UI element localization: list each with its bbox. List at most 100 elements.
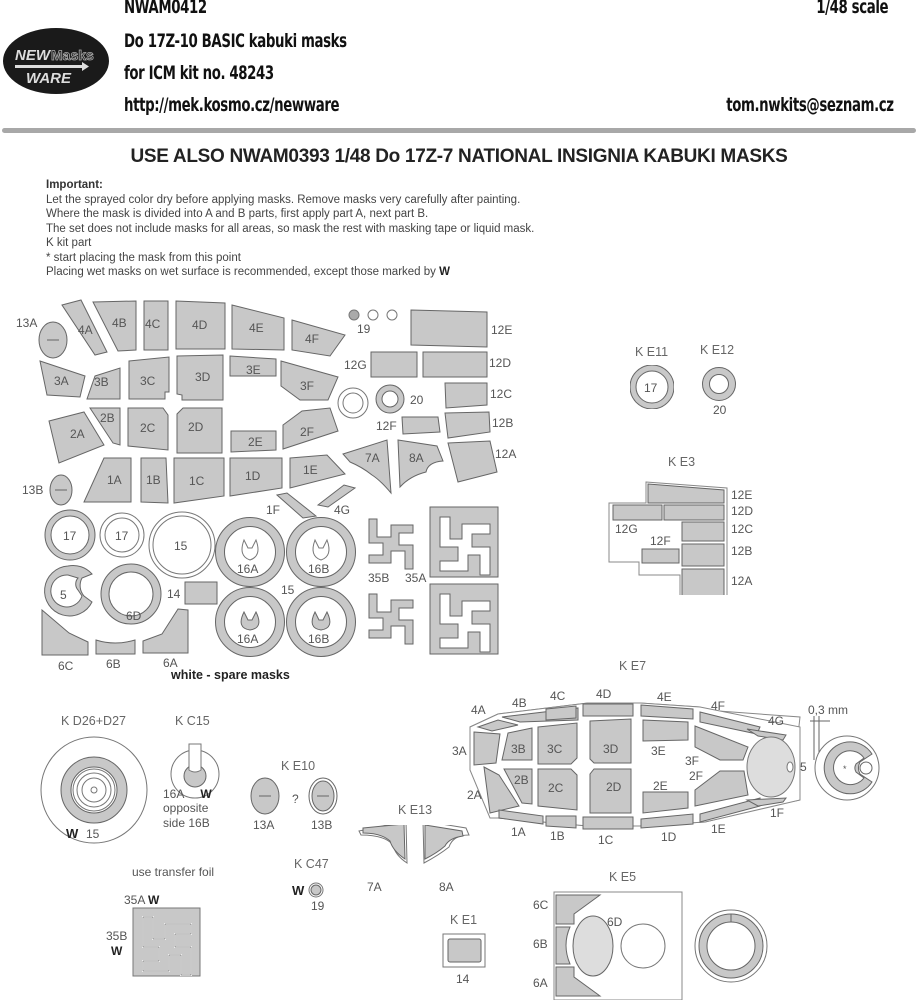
kit-part-E10: ? — [250, 777, 338, 815]
svg-text:16A: 16A — [237, 562, 258, 576]
svg-text:3D: 3D — [195, 370, 211, 384]
svg-text:12C: 12C — [490, 387, 512, 401]
svg-text:17: 17 — [644, 381, 658, 395]
svg-text:4D: 4D — [596, 687, 612, 701]
mask-4F — [291, 319, 346, 357]
mask-12E — [410, 309, 488, 348]
svg-text:12E: 12E — [731, 488, 752, 502]
svg-text:12G: 12G — [615, 522, 638, 536]
svg-text:3C: 3C — [547, 742, 563, 756]
mask-6B — [95, 639, 136, 655]
mask-19-a — [348, 309, 360, 321]
svg-text:WARE: WARE — [26, 70, 72, 87]
mask-12G — [370, 351, 418, 378]
mask-3B — [86, 367, 121, 400]
mask-12C — [444, 382, 488, 409]
mask-3E — [229, 355, 277, 377]
kit-part-E11-title: K E11 — [635, 345, 669, 359]
svg-text:2C: 2C — [140, 421, 156, 435]
svg-text:7A: 7A — [365, 451, 380, 465]
email-link[interactable]: tom.nwkits@seznam.cz — [726, 94, 895, 116]
svg-text:4G: 4G — [768, 714, 784, 728]
svg-text:12A: 12A — [731, 574, 752, 588]
mask-3A — [39, 360, 86, 398]
svg-text:1A: 1A — [107, 473, 122, 487]
kit-part-E13-right: 8A — [439, 880, 454, 894]
svg-text:13B: 13B — [22, 483, 43, 497]
mask-35B-top — [368, 518, 414, 570]
svg-text:12B: 12B — [731, 544, 752, 558]
svg-text:13A: 13A — [16, 316, 37, 330]
svg-text:2C: 2C — [548, 781, 564, 795]
kit-part-E3: 12E 12D 12C 12B 12A 12G 12F — [608, 481, 753, 595]
instructions: Important: Let the sprayed color dry bef… — [46, 178, 534, 280]
svg-text:6D: 6D — [126, 609, 142, 623]
svg-text:3B: 3B — [94, 375, 109, 389]
kit-part-E12-title: K E12 — [700, 343, 735, 357]
svg-text:1C: 1C — [598, 833, 614, 847]
svg-text:4D: 4D — [192, 318, 208, 332]
mask-12F — [401, 416, 441, 435]
svg-text:2A: 2A — [70, 427, 85, 441]
svg-text:17: 17 — [115, 529, 129, 543]
transfer-swastika — [132, 907, 201, 977]
mask-16B-bottom — [286, 587, 356, 657]
svg-text:3F: 3F — [685, 754, 699, 768]
mask-1E — [289, 454, 346, 489]
mask-4A — [61, 299, 108, 356]
svg-text:3E: 3E — [246, 363, 261, 377]
svg-text:4F: 4F — [305, 332, 319, 346]
kit-part-C47-part: 19 — [311, 899, 325, 913]
svg-text:35A: 35A — [405, 571, 426, 585]
instruction-line: * start placing the mask from this point — [46, 251, 241, 264]
kit-part-E5: 6D — [553, 891, 768, 1000]
kit-part-D26-title: K D26+D27 — [61, 714, 126, 728]
kit-part-E10-right: 13B — [311, 818, 333, 832]
instructions-heading: Important: — [46, 179, 103, 191]
svg-text:4B: 4B — [112, 316, 127, 330]
svg-text:15: 15 — [281, 583, 295, 597]
svg-text:12D: 12D — [731, 504, 753, 518]
mask-4E — [231, 304, 285, 351]
svg-text:3D: 3D — [603, 742, 619, 756]
svg-text:1B: 1B — [550, 829, 565, 843]
svg-text:1D: 1D — [661, 830, 677, 844]
website-link[interactable]: http://mek.kosmo.cz/newware — [124, 94, 340, 116]
svg-text:17: 17 — [63, 529, 77, 543]
instruction-line: Let the sprayed color dry before applyin… — [46, 193, 521, 206]
mask-14 — [184, 581, 218, 605]
svg-text:4G: 4G — [334, 503, 350, 517]
svg-text:6B: 6B — [106, 657, 121, 671]
svg-text:?: ? — [292, 792, 299, 806]
mask-1A — [83, 457, 132, 503]
kit-part-E1-part: 14 — [456, 972, 470, 986]
banner-note: USE ALSO NWAM0393 1/48 Do 17Z-7 NATIONAL… — [130, 146, 788, 167]
svg-text:5: 5 — [800, 760, 807, 774]
kit-part-E10-title: K E10 — [281, 759, 316, 773]
svg-text:2B: 2B — [514, 773, 529, 787]
kit-part-D26: W 15 — [40, 736, 148, 844]
svg-text:3C: 3C — [140, 374, 156, 388]
kit-part-C15-part: 16A W — [163, 787, 212, 801]
kit-part-E12 — [702, 367, 736, 401]
svg-text:6C: 6C — [58, 659, 74, 673]
svg-text:W: W — [66, 826, 79, 841]
svg-text:1B: 1B — [146, 473, 161, 487]
kit-part-E13-title: K E13 — [398, 803, 433, 817]
svg-text:12E: 12E — [491, 323, 512, 337]
kit-part-E7: 4A 4B 4C 4D 4E 4F 4G 3A 3B 3C 3D 3E 3F 2… — [452, 687, 880, 847]
dry-mask-icon: W — [439, 266, 450, 278]
svg-text:12F: 12F — [650, 534, 671, 548]
svg-text:15: 15 — [174, 539, 188, 553]
mask-4G — [316, 484, 357, 508]
mask-4D — [175, 300, 226, 350]
svg-text:6D: 6D — [607, 915, 623, 929]
mask-1B — [140, 457, 169, 504]
kit-part-E3-title: K E3 — [668, 455, 696, 469]
svg-text:12D: 12D — [489, 356, 511, 370]
svg-text:16B: 16B — [308, 562, 329, 576]
svg-text:2E: 2E — [653, 779, 668, 793]
svg-text:12A: 12A — [495, 447, 516, 461]
